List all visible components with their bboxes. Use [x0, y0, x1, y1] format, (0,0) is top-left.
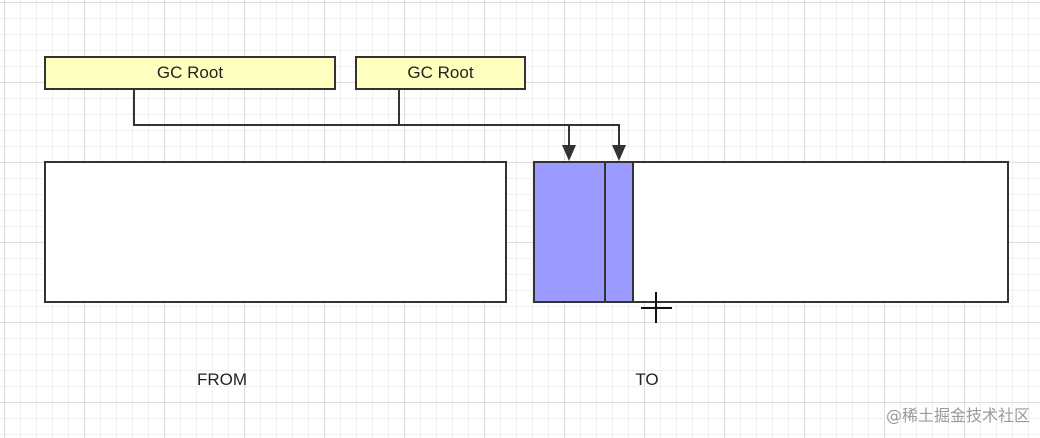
gc-root-label-1: GC Root: [156, 63, 224, 82]
reference-line-branch: [569, 124, 620, 150]
arrowhead-object-2: [612, 145, 626, 161]
gc-root-box-2: GC Root: [355, 56, 526, 90]
gc-root-box-1: GC Root: [44, 56, 336, 90]
arrowhead-object-1: [562, 145, 576, 161]
to-label: TO: [635, 370, 659, 389]
from-label: FROM: [196, 370, 248, 389]
reference-line-root-1: [133, 90, 570, 150]
from-region: [44, 161, 507, 303]
crosshair-cursor-icon: [641, 292, 672, 323]
gc-root-label-2: GC Root: [407, 63, 474, 82]
copied-object-2: [604, 161, 634, 303]
watermark-text: @稀土掘金技术社区: [885, 406, 1030, 425]
